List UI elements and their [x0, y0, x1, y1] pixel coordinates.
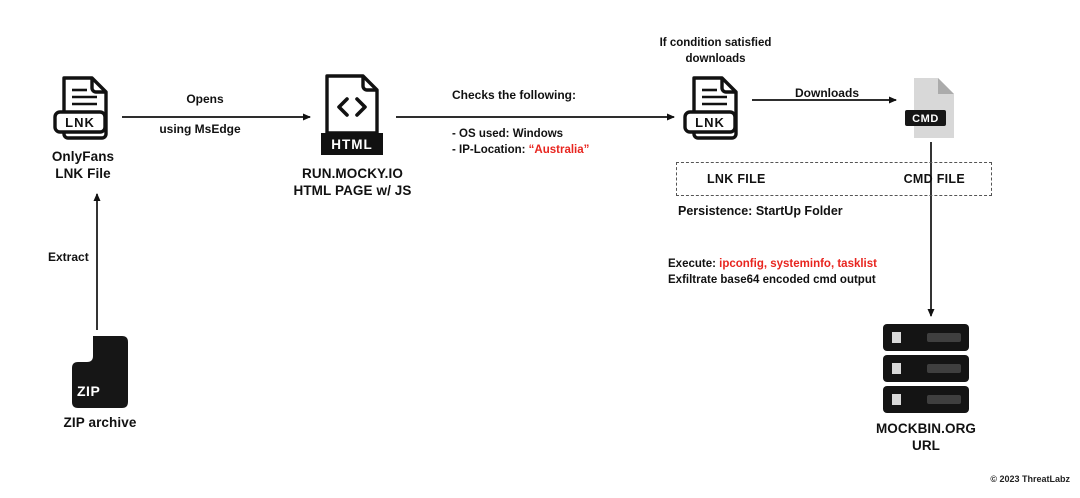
execution-block: Execute: ipconfig, systeminfo, tasklist … — [668, 256, 978, 288]
zip-icon-text: ZIP — [77, 383, 100, 399]
mockbin-label: MOCKBIN.ORG URL — [875, 421, 977, 453]
edge-msedge-label: using MsEdge — [159, 122, 241, 136]
edge-checks-details: - OS used: Windows - IP-Location: “Austr… — [452, 126, 682, 158]
execute-commands-highlight: ipconfig, systeminfo, tasklist — [719, 258, 877, 270]
payload-cmd-file: CMD FILE — [903, 172, 965, 186]
cmd-file-node: CMD — [903, 76, 959, 140]
edge-opens-label: Opens — [186, 92, 224, 106]
payload-lnk-file: LNK FILE — [707, 172, 766, 186]
lnk-file-icon: LNK — [683, 76, 738, 140]
html-page-node: HTML — [318, 72, 384, 160]
html-icon-text: HTML — [331, 137, 373, 152]
copyright-note: © 2023 ThreatLabz — [990, 474, 1070, 484]
server-icon — [883, 324, 969, 413]
check-os: - OS used: Windows — [452, 128, 564, 140]
zip-file-icon: ZIP — [72, 336, 128, 408]
lnk-icon-text: LNK — [695, 115, 725, 130]
html-page-label: RUN.MOCKY.IO HTML PAGE w/ JS — [293, 166, 412, 198]
html-file-icon: HTML — [321, 74, 383, 155]
dropped-lnk-node: LNK — [682, 74, 744, 142]
edge-downloads-label: Downloads — [794, 86, 859, 100]
ip-location-highlight: “Australia” — [528, 144, 590, 156]
payload-box: LNK FILE CMD FILE — [676, 162, 992, 196]
onlyfans-lnk-node: LNK — [52, 74, 114, 142]
lnk-icon-text: LNK — [65, 115, 95, 130]
zip-archive-node: ZIP — [68, 334, 132, 410]
execute-line: Execute: ipconfig, systeminfo, tasklist — [668, 258, 877, 270]
mockbin-server-node — [883, 324, 969, 414]
lnk-file-icon: LNK — [53, 76, 108, 140]
cmd-file-icon: CMD — [905, 78, 954, 138]
edge-extract-label: Extract — [48, 250, 89, 264]
persistence-note: Persistence: StartUp Folder — [678, 204, 843, 218]
cmd-icon-text: CMD — [912, 113, 939, 125]
zip-archive-label: ZIP archive — [63, 415, 137, 430]
check-ip: - IP-Location: “Australia” — [452, 144, 590, 156]
edge-checks-label: Checks the following: — [452, 88, 577, 102]
exfiltrate-line: Exfiltrate base64 encoded cmd output — [668, 274, 876, 286]
condition-note: If condition satisfied downloads — [659, 37, 772, 65]
onlyfans-lnk-label: OnlyFans LNK File — [51, 149, 115, 181]
